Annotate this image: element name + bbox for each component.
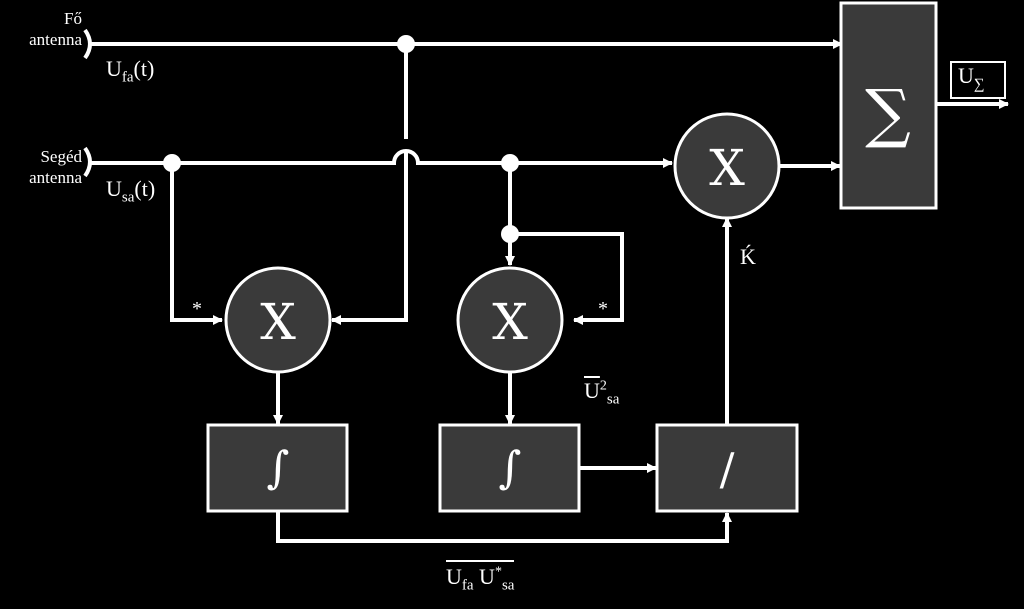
u2-sub: sa bbox=[606, 391, 620, 408]
divider-block bbox=[655, 423, 799, 513]
junction-aux-mid bbox=[501, 154, 519, 172]
integrator-left bbox=[206, 423, 349, 513]
u-sa-sub: sa bbox=[121, 189, 135, 206]
aux-branch-mid-conj bbox=[510, 232, 624, 325]
aux-branch-left bbox=[170, 163, 223, 325]
output-sub: ∑ bbox=[973, 76, 985, 93]
aux-antenna-line1: Segéd bbox=[40, 147, 82, 166]
output-label-box bbox=[950, 61, 1006, 99]
aux-antenna-arc bbox=[83, 146, 92, 178]
u-fa-base: U bbox=[106, 56, 122, 81]
u2-sup: 2 bbox=[599, 378, 607, 394]
correlation-label: Ufa U*sa bbox=[446, 560, 515, 594]
int-left-to-div bbox=[276, 512, 732, 543]
output-label: U∑ bbox=[958, 63, 985, 93]
multiplier-left-symbol: X bbox=[260, 293, 296, 351]
sum-symbol: ∑ bbox=[865, 77, 911, 151]
aux-antenna-label: Segéd antenna bbox=[4, 146, 82, 188]
multiplier-top-symbol: X bbox=[709, 139, 745, 197]
multiplier-left bbox=[224, 266, 332, 374]
corr-sub2: sa bbox=[501, 577, 515, 594]
corr-sup2: * bbox=[494, 564, 502, 580]
junction-main bbox=[397, 35, 415, 53]
multiplier-mid bbox=[456, 266, 564, 374]
k-symbol: Ḱ bbox=[740, 244, 756, 269]
main-antenna-line2: antenna bbox=[29, 30, 82, 49]
u-fa-sub: fa bbox=[121, 69, 134, 86]
divider-symbol: / bbox=[720, 445, 735, 496]
u-fa-arg: (t) bbox=[133, 56, 155, 81]
u-fa-label: Ufa(t) bbox=[106, 56, 154, 86]
conj-mark-left-text: * bbox=[192, 298, 202, 320]
corr-base2: U bbox=[479, 564, 495, 589]
multiplier-top bbox=[673, 112, 781, 220]
aux-antenna-line2: antenna bbox=[29, 168, 82, 187]
u2-base: U bbox=[584, 378, 600, 403]
corr-base1: U bbox=[446, 564, 462, 589]
integrator-left-symbol: ∫ bbox=[267, 443, 290, 494]
main-antenna-arc bbox=[83, 28, 92, 60]
main-branch-line bbox=[332, 44, 408, 320]
conj-mark-right: * bbox=[598, 298, 608, 321]
integrator-mid-symbol: ∫ bbox=[499, 443, 522, 494]
k-label: Ḱ bbox=[740, 244, 756, 270]
u-sa-base: U bbox=[106, 176, 122, 201]
sum-block bbox=[839, 1, 938, 210]
corr-sub1: fa bbox=[461, 577, 474, 594]
junction-aux-left bbox=[163, 154, 181, 172]
u2-label: U2sa bbox=[584, 378, 619, 408]
conj-mark-left: * bbox=[192, 298, 202, 321]
u-sa-label: Usa(t) bbox=[106, 176, 155, 206]
junction-aux-branch bbox=[501, 225, 519, 243]
main-antenna-line1: Fő bbox=[64, 9, 82, 28]
conj-mark-right-text: * bbox=[598, 298, 608, 320]
output-base: U bbox=[958, 63, 974, 88]
multiplier-mid-symbol: X bbox=[492, 293, 528, 351]
main-antenna-label: Fő antenna bbox=[8, 8, 82, 50]
u-sa-arg: (t) bbox=[134, 176, 156, 201]
integrator-mid bbox=[438, 423, 581, 513]
